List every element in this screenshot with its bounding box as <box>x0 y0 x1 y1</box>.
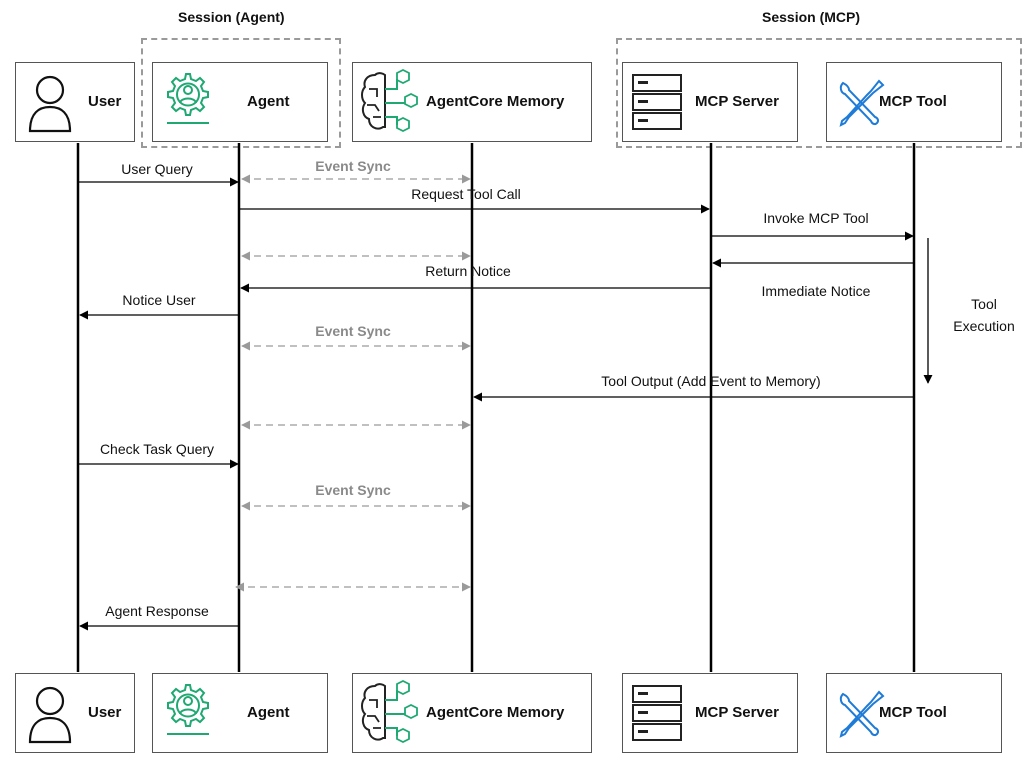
brain-network-icon <box>361 680 418 744</box>
mcp-server-box-top: MCP Server <box>622 62 798 142</box>
tool-execution-line-2: Execution <box>953 318 1015 334</box>
mcp-tool-box-top: MCP Tool <box>826 62 1002 142</box>
mcp-server-label-bottom: MCP Server <box>695 704 779 721</box>
memory-label-bottom: AgentCore Memory <box>426 704 565 721</box>
agent-box-top: Agent <box>152 62 328 142</box>
user-label-top: User <box>88 93 122 110</box>
user-label-bottom: User <box>88 704 122 721</box>
event-sync-label-3: Event Sync <box>315 482 391 498</box>
mcp-tool-label-bottom: MCP Tool <box>879 704 947 721</box>
brain-network-icon <box>361 69 418 133</box>
event-sync-label-1: Event Sync <box>315 158 391 174</box>
brain-gear-icon <box>167 684 209 735</box>
memory-box-top: AgentCore Memory <box>352 62 592 142</box>
request-tool-call-label: Request Tool Call <box>411 186 521 202</box>
mcp-session-title: Session (MCP) <box>762 9 861 25</box>
memory-label-top: AgentCore Memory <box>426 93 565 110</box>
person-icon <box>28 75 72 133</box>
check-task-query-label: Check Task Query <box>99 441 215 457</box>
tool-output-label: Tool Output (Add Event to Memory) <box>601 373 821 389</box>
brain-gear-icon <box>167 73 209 124</box>
tool-execution-note: Tool Execution <box>944 293 1024 337</box>
notice-user-label: Notice User <box>122 292 196 308</box>
agent-session-title: Session (Agent) <box>178 9 285 25</box>
mcp-tool-box-bottom: MCP Tool <box>826 673 1002 753</box>
event-sync-label-2: Event Sync <box>315 323 391 339</box>
mcp-server-box-bottom: MCP Server <box>622 673 798 753</box>
mcp-session-box <box>616 38 1022 148</box>
agent-label-top: Agent <box>247 93 290 110</box>
agent-response-label: Agent Response <box>105 603 209 619</box>
memory-box-bottom: AgentCore Memory <box>352 673 592 753</box>
user-box-top: User <box>15 62 135 142</box>
invoke-mcp-tool-label: Invoke MCP Tool <box>763 210 869 226</box>
user-box-bottom: User <box>15 673 135 753</box>
person-icon <box>28 686 72 744</box>
immediate-notice-label: Immediate Notice <box>761 283 871 299</box>
tool-execution-line-1: Tool <box>971 296 997 312</box>
server-rack-icon <box>632 74 682 130</box>
return-notice-label: Return Notice <box>425 263 511 279</box>
wrench-screwdriver-icon <box>839 79 885 127</box>
agent-session-box <box>141 38 341 148</box>
wrench-screwdriver-icon <box>839 690 885 738</box>
mcp-tool-label-top: MCP Tool <box>879 93 947 110</box>
user-query-label: User Query <box>121 161 193 177</box>
server-rack-icon <box>632 685 682 741</box>
agent-box-bottom: Agent <box>152 673 328 753</box>
mcp-server-label-top: MCP Server <box>695 93 779 110</box>
agent-label-bottom: Agent <box>247 704 290 721</box>
